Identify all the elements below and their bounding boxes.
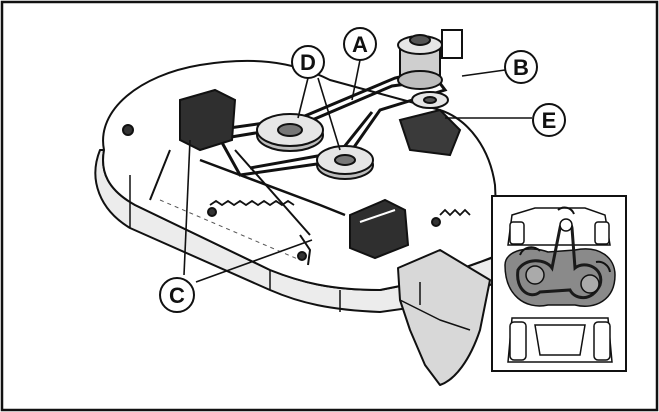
idler-pulley bbox=[411, 91, 449, 109]
leader-lines bbox=[183, 59, 532, 283]
callout-e: E bbox=[532, 103, 566, 137]
inset-belt-routing bbox=[491, 195, 627, 372]
inset-deck bbox=[504, 248, 616, 307]
callout-a: A bbox=[343, 27, 377, 61]
callout-d-label: D bbox=[300, 50, 316, 75]
hardware bbox=[122, 88, 471, 266]
rear-bracket bbox=[398, 108, 462, 157]
left-spindle-pulley bbox=[256, 113, 324, 152]
tension-spring bbox=[209, 199, 295, 207]
callout-d: D bbox=[291, 45, 325, 79]
callout-b-label: B bbox=[513, 55, 529, 80]
inset-belt bbox=[516, 219, 603, 300]
belt-lower bbox=[199, 158, 346, 217]
callout-a-label: A bbox=[352, 32, 368, 57]
belt-main bbox=[212, 68, 448, 177]
discharge-chute bbox=[397, 249, 491, 386]
right-belt-shield bbox=[349, 198, 410, 260]
callout-c: C bbox=[159, 277, 195, 313]
pulleys bbox=[256, 29, 463, 180]
right-spring bbox=[439, 208, 471, 217]
callout-b: B bbox=[504, 50, 538, 84]
left-belt-shield bbox=[179, 88, 237, 152]
callout-e-label: E bbox=[542, 108, 557, 133]
center-spindle-pulley bbox=[316, 145, 374, 180]
drive-pulley bbox=[397, 29, 463, 90]
callouts: A B C D E bbox=[159, 27, 566, 313]
callout-c-label: C bbox=[169, 283, 185, 308]
